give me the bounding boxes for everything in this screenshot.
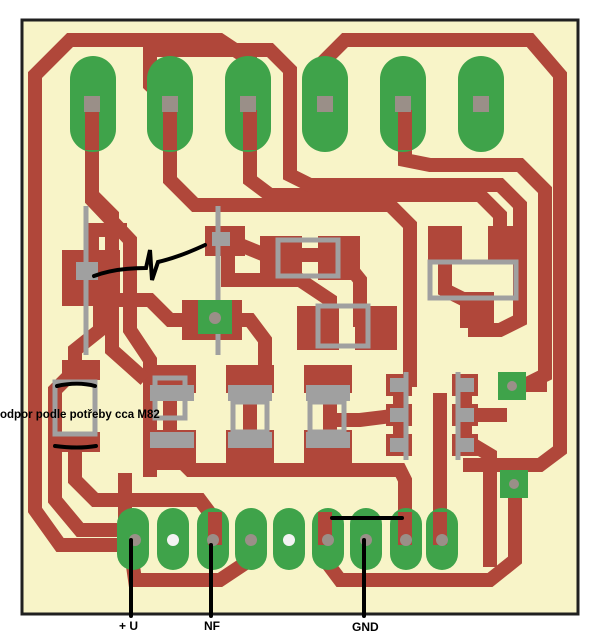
drill-hole	[473, 96, 489, 112]
component-outline	[307, 399, 347, 435]
component-outline	[315, 303, 371, 349]
resistor-note: odpor podle potřeby cca M82	[0, 409, 160, 421]
trace	[243, 97, 507, 247]
smd-pad	[428, 226, 462, 262]
drill-hole	[436, 534, 448, 546]
drill-hole	[167, 534, 179, 546]
drill-hole	[509, 479, 519, 489]
trace	[163, 97, 417, 387]
gnd-label: GND	[352, 620, 379, 634]
pad-center	[306, 432, 350, 448]
drill-hole	[162, 96, 178, 112]
pad-center	[228, 432, 272, 448]
hand-drawn-wires	[53, 243, 404, 618]
drill-hole	[84, 96, 100, 112]
pad-center	[228, 385, 272, 401]
drill-hole	[245, 534, 257, 546]
smd-pad	[355, 306, 397, 350]
nf-label: NF	[204, 619, 220, 633]
drill-hole	[395, 96, 411, 112]
smd-pad	[488, 226, 522, 262]
component-outline	[230, 399, 270, 435]
pad-center	[212, 232, 230, 246]
component-outlines	[52, 206, 519, 460]
drill-hole	[507, 381, 517, 391]
component-outline	[152, 375, 188, 421]
pad-center	[306, 385, 350, 401]
drill-hole	[240, 96, 256, 112]
trace	[398, 97, 552, 395]
smd-pad	[62, 360, 100, 380]
component-outline	[427, 259, 519, 301]
drill-hole	[283, 534, 295, 546]
plus-u-label: + U	[119, 619, 139, 633]
pad-center	[150, 432, 194, 448]
drill-hole	[317, 96, 333, 112]
component-outline	[275, 237, 341, 279]
drill-hole	[322, 534, 334, 546]
trace	[143, 43, 527, 337]
resistor-wire	[55, 381, 97, 388]
drill-hole	[209, 312, 221, 324]
resistor-wire	[92, 243, 207, 281]
resistor-wire	[53, 444, 98, 450]
drill-hole	[207, 534, 219, 546]
trace	[85, 97, 150, 385]
smd-pad	[260, 236, 302, 280]
drill-hole	[400, 534, 412, 546]
